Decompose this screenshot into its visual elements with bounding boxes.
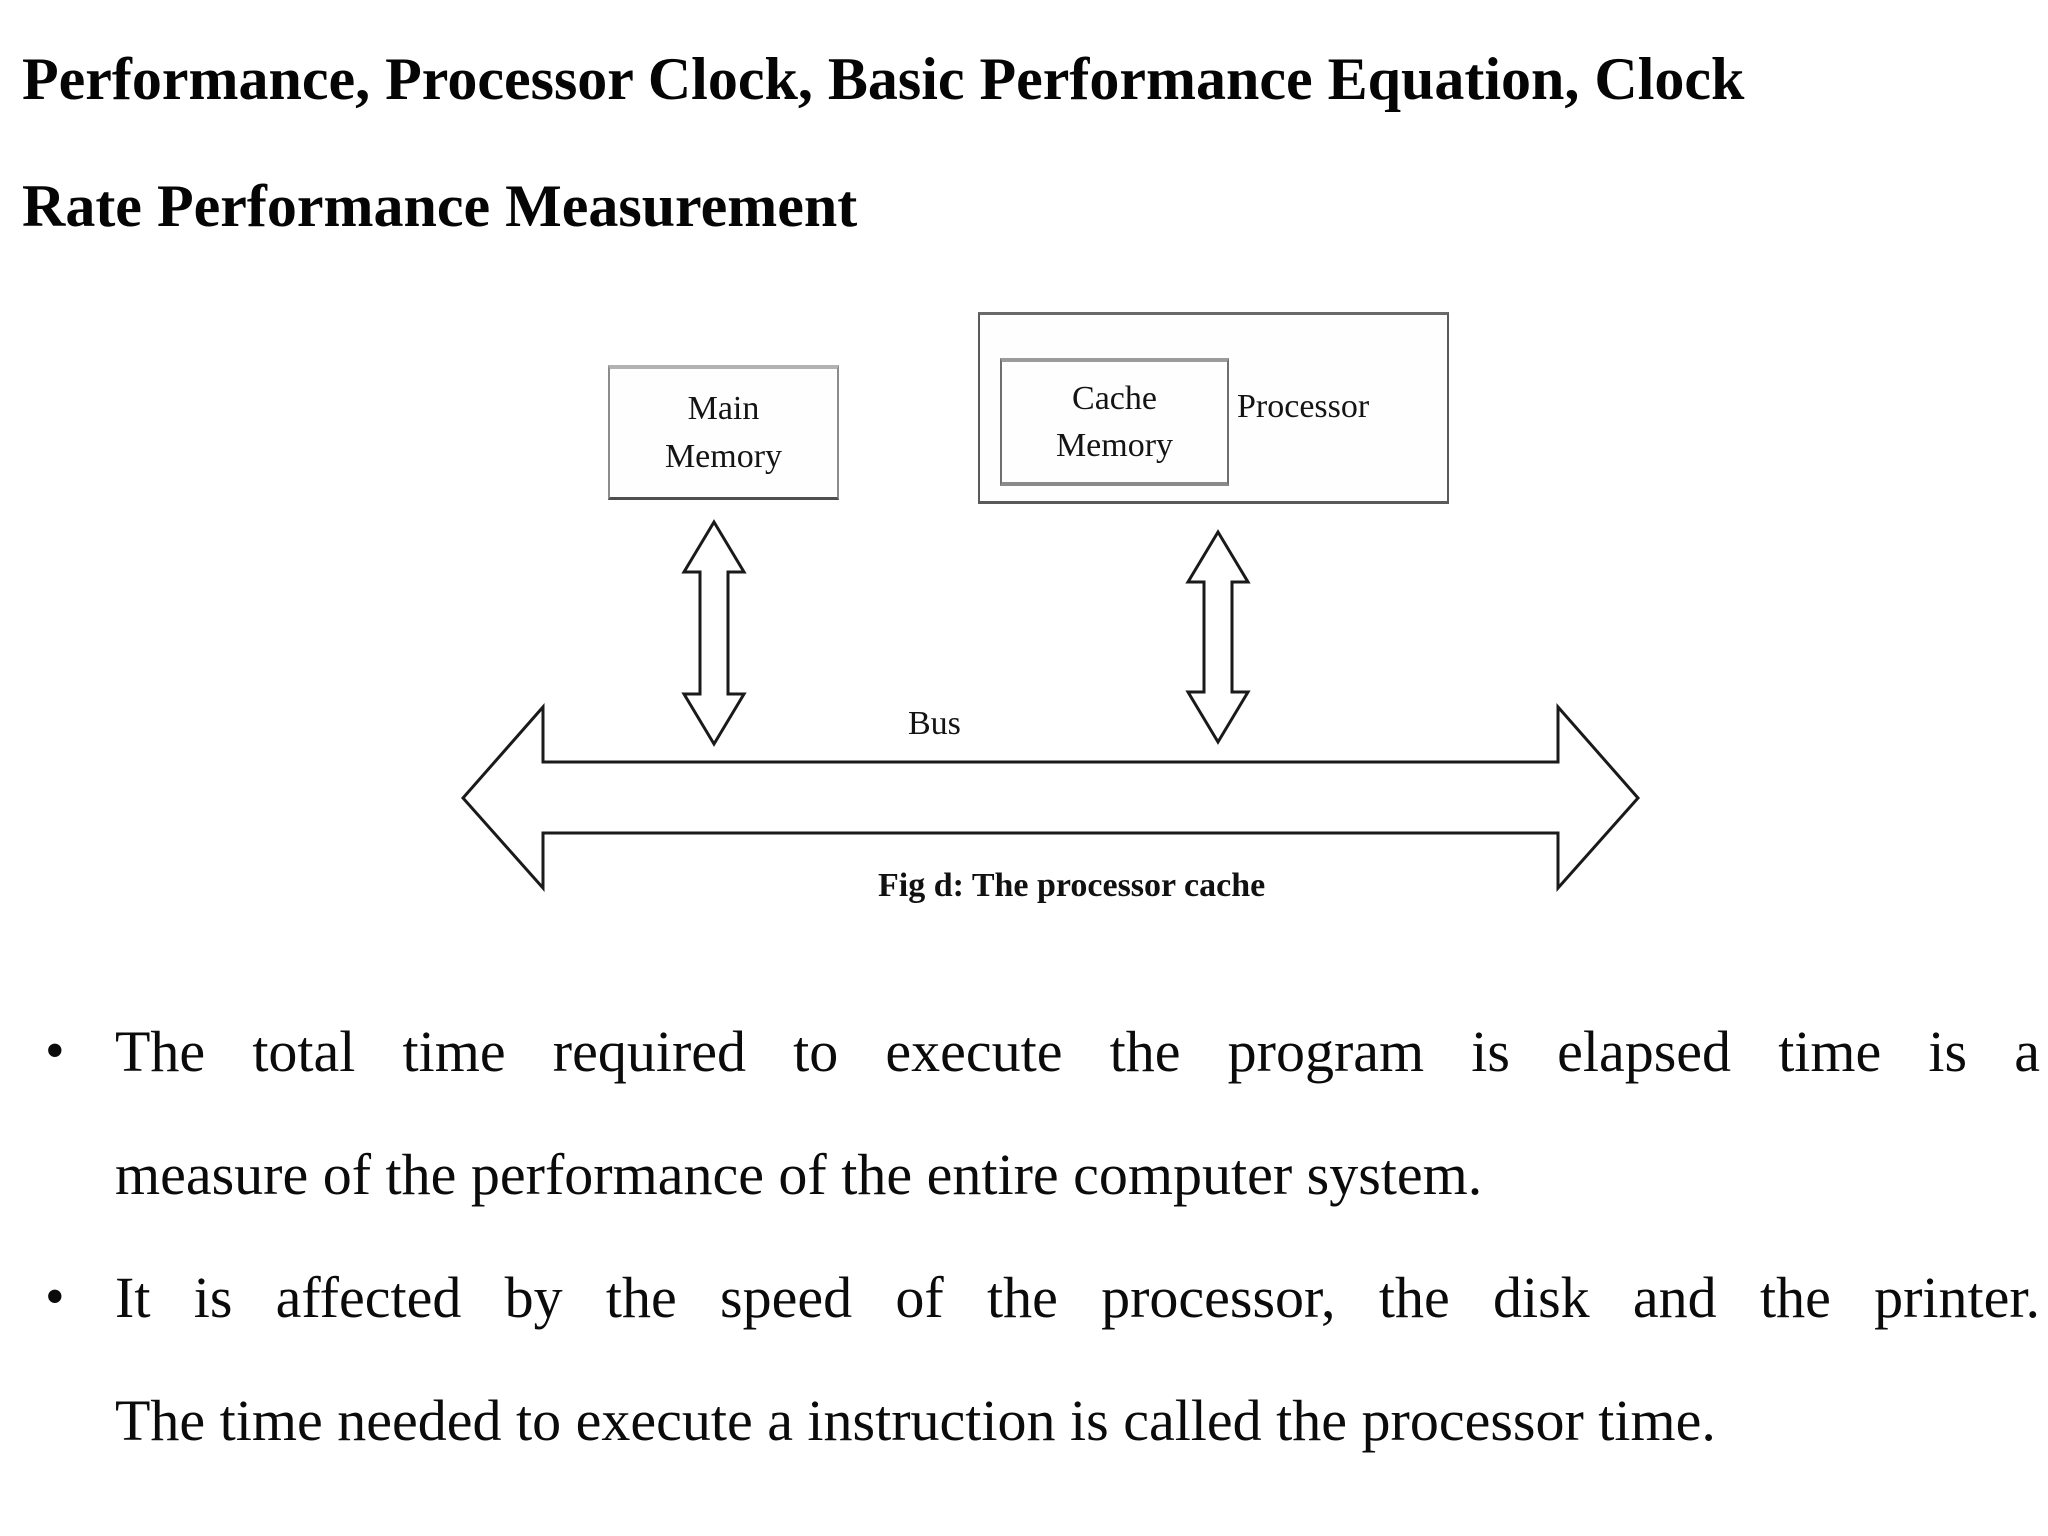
bullet-icon: • <box>45 1266 65 1328</box>
list-item: • The total time required to execute the… <box>45 990 2040 1236</box>
bullet-icon: • <box>45 1020 65 1082</box>
page-title: Performance, Processor Clock, Basic Perf… <box>22 46 1745 239</box>
figure-caption: Fig d: The processor cache <box>878 867 1266 904</box>
processor-box <box>978 312 1449 504</box>
bus-label: Bus <box>908 705 961 742</box>
bullet-text: It is affected by the speed of the proce… <box>115 1265 2040 1453</box>
list-item: • It is affected by the speed of the pro… <box>45 1236 2040 1482</box>
bus-double-arrow <box>460 703 1641 892</box>
processor-bus-arrow <box>1185 529 1251 745</box>
processor-label: Processor <box>1237 388 1370 425</box>
bullet-list: • The total time required to execute the… <box>45 990 2040 1482</box>
bullet-text: The total time required to execute the p… <box>115 1019 2040 1207</box>
main-memory-bus-arrow <box>681 519 747 747</box>
